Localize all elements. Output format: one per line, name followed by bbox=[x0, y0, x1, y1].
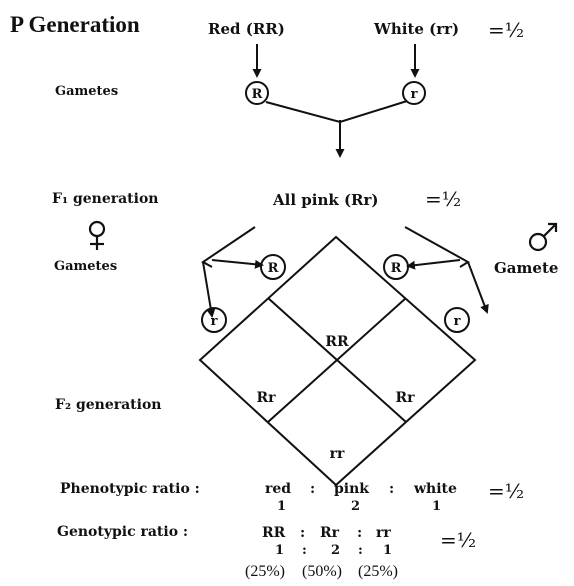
geno-sep-1: : bbox=[300, 525, 306, 541]
f1-label: F₁ generation bbox=[52, 191, 159, 207]
p-gamete-r: r bbox=[411, 87, 418, 102]
f2-label: F₂ generation bbox=[55, 397, 162, 413]
cell-Rr-left: Rr bbox=[256, 390, 276, 406]
pheno-red: red bbox=[265, 481, 292, 497]
pheno-val-white: 1 bbox=[432, 499, 442, 514]
p-ratio: =½ bbox=[488, 18, 525, 42]
p-gamete-R-circle bbox=[245, 81, 269, 105]
punnett-diamond bbox=[198, 235, 477, 487]
phenotypic-label: Phenotypic ratio : bbox=[60, 481, 200, 497]
male-gamete-r: r bbox=[454, 314, 461, 329]
parent-white: White (rr) bbox=[374, 20, 460, 38]
male-gamete-R: R bbox=[391, 261, 402, 276]
fertilization-lines bbox=[265, 100, 408, 124]
pheno-pink: pink bbox=[334, 481, 369, 497]
p-gamete-R: R bbox=[252, 87, 263, 102]
genotypic-label: Genotypic ratio : bbox=[57, 524, 189, 540]
page-title: P Generation bbox=[10, 12, 140, 37]
female-gamete-R: R bbox=[268, 261, 279, 276]
female-gamete-r-circle bbox=[201, 307, 227, 333]
geno-Rr: Rr bbox=[320, 525, 340, 541]
geno-val-sep-2: : bbox=[358, 543, 363, 558]
female-gamete-R-circle bbox=[260, 254, 286, 280]
female-symbol-circle bbox=[88, 220, 106, 238]
geno-val-2: 2 bbox=[331, 543, 341, 558]
punnett-divider-2 bbox=[267, 297, 407, 423]
pheno-val-red: 1 bbox=[277, 499, 287, 514]
geno-sep-2: : bbox=[357, 525, 363, 541]
pheno-val-pink: 2 bbox=[351, 499, 361, 514]
geno-pct-3: (25%) bbox=[358, 563, 398, 580]
p-gamete-r-circle bbox=[402, 81, 426, 105]
pheno-sep-1: : bbox=[310, 481, 316, 497]
geno-val-sep-1: : bbox=[302, 543, 307, 558]
pheno-white: white bbox=[414, 481, 457, 497]
male-gamete-r-circle bbox=[444, 307, 470, 333]
cell-RR: RR bbox=[325, 334, 349, 350]
female-gametes-label: Gametes bbox=[54, 259, 118, 274]
pheno-ratio: =½ bbox=[488, 479, 525, 503]
male-symbol-circle bbox=[528, 232, 548, 252]
male-gamete-label: Gamete bbox=[494, 259, 559, 277]
cell-Rr-right: Rr bbox=[395, 390, 415, 406]
geno-val-1: 1 bbox=[275, 543, 285, 558]
f1-result: All pink (Rr) bbox=[273, 191, 379, 209]
pheno-sep-2: : bbox=[389, 481, 395, 497]
geno-val-3: 1 bbox=[383, 543, 393, 558]
male-gamete-R-circle bbox=[383, 254, 409, 280]
parent-red: Red (RR) bbox=[208, 20, 285, 38]
f1-ratio: =½ bbox=[425, 187, 462, 211]
geno-RR: RR bbox=[262, 525, 286, 541]
geno-ratio: =½ bbox=[440, 528, 477, 552]
geno-pct-2: (50%) bbox=[302, 563, 342, 580]
geno-rr: rr bbox=[376, 525, 391, 541]
geno-pct-1: (25%) bbox=[245, 563, 285, 580]
female-gamete-r: r bbox=[211, 314, 218, 329]
cell-rr: rr bbox=[330, 446, 345, 462]
p-gametes-label: Gametes bbox=[55, 84, 119, 99]
